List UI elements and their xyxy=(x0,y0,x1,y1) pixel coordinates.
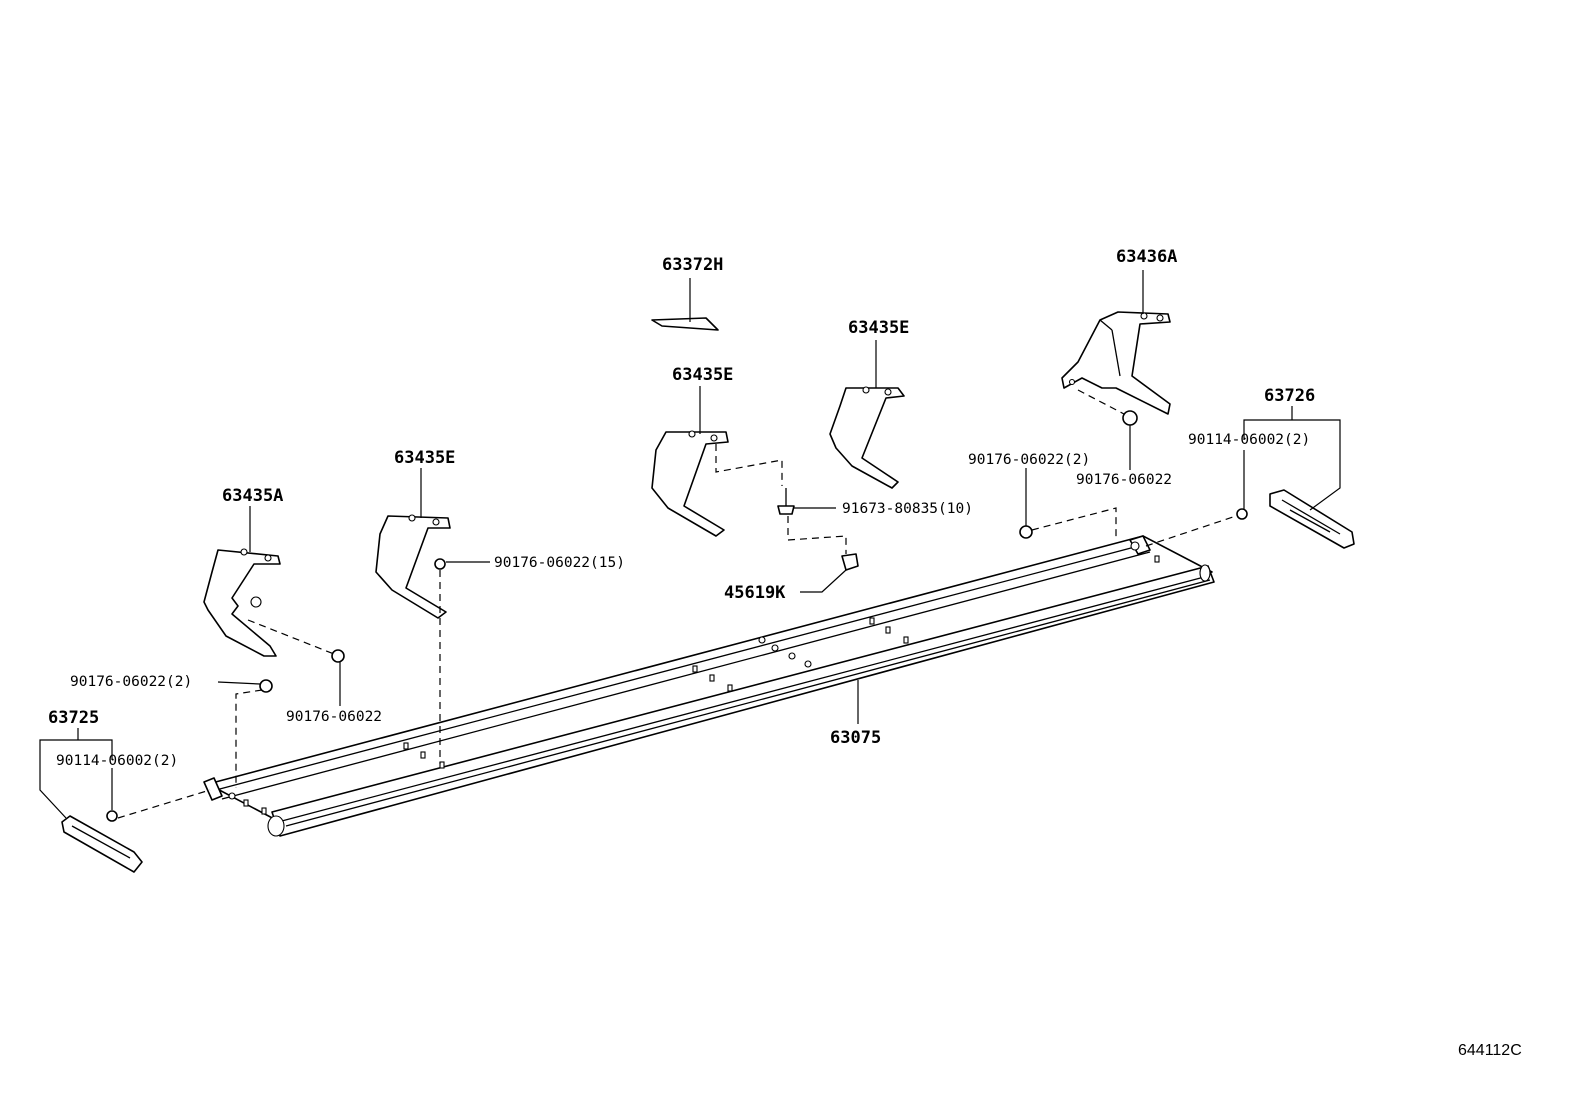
clip-90176-right-upper[interactable] xyxy=(1122,410,1138,470)
label-90114-06002-right: 90114-06002(2) xyxy=(1188,432,1310,448)
label-63725: 63725 xyxy=(48,708,99,728)
label-45619K: 45619K xyxy=(724,583,786,603)
end-cap-63725[interactable] xyxy=(39,728,143,873)
bracket-63435A[interactable] xyxy=(203,506,281,657)
screw-90114-left[interactable] xyxy=(106,768,118,822)
label-63435E-right: 63435E xyxy=(848,318,909,338)
label-90176-06022-2-left: 90176-06022(2) xyxy=(70,674,192,690)
clip-90176-left-a[interactable] xyxy=(217,679,273,693)
cushion-45619K[interactable] xyxy=(800,553,859,593)
label-91673-80835: 91673-80835(10) xyxy=(842,501,973,517)
label-63726: 63726 xyxy=(1264,386,1315,406)
label-90176-06022-2-right: 90176-06022(2) xyxy=(968,452,1090,468)
label-63435E-left: 63435E xyxy=(394,448,455,468)
clip-90176-right-lower[interactable] xyxy=(1019,468,1033,539)
bracket-63435E-right[interactable] xyxy=(829,340,905,489)
label-63075: 63075 xyxy=(830,728,881,748)
pad-63372H[interactable] xyxy=(651,278,719,331)
label-90114-06002-left: 90114-06002(2) xyxy=(56,753,178,769)
clip-90176-left-b[interactable] xyxy=(331,649,345,706)
end-cap-63726[interactable] xyxy=(1243,406,1355,549)
bracket-63435E-left[interactable] xyxy=(375,468,451,619)
diagram-reference-number: 644112C xyxy=(1458,1042,1522,1059)
clip-90176-15[interactable] xyxy=(434,558,490,570)
bracket-63436A[interactable] xyxy=(1061,270,1171,415)
running-board-63075[interactable] xyxy=(203,535,1215,837)
label-63436A: 63436A xyxy=(1116,247,1177,267)
label-90176-06022-15: 90176-06022(15) xyxy=(494,555,625,571)
label-90176-06022-left: 90176-06022 xyxy=(286,709,382,725)
bracket-63435E-middle[interactable] xyxy=(651,386,729,537)
bolt-91673-80835[interactable] xyxy=(777,488,836,515)
assembly-lines xyxy=(117,389,1237,819)
label-90176-06022-right: 90176-06022 xyxy=(1076,472,1172,488)
screw-90114-right[interactable] xyxy=(1236,450,1248,520)
label-63372H: 63372H xyxy=(662,255,723,275)
label-63435E-middle: 63435E xyxy=(672,365,733,385)
label-63435A: 63435A xyxy=(222,486,283,506)
